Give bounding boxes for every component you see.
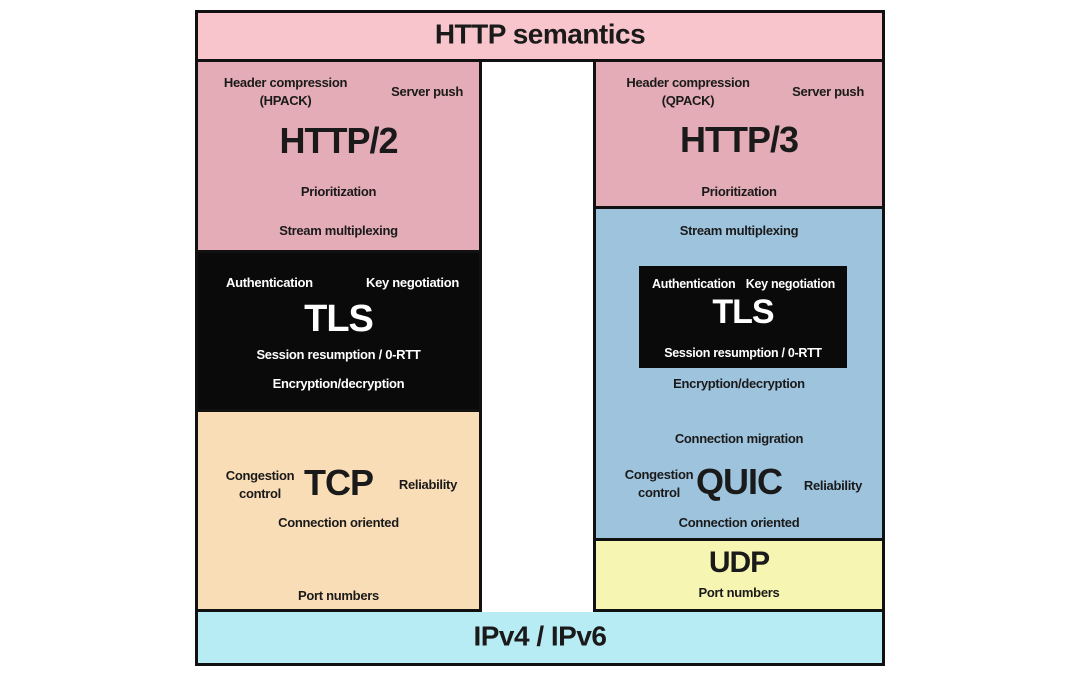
server-push-label: Server push: [391, 84, 463, 99]
tcp-title: TCP: [304, 462, 374, 503]
ipv4-ipv6-title: IPv4 / IPv6: [473, 620, 607, 652]
stream-multiplexing-label: Stream multiplexing: [679, 223, 799, 238]
congestion-label-line2: control: [638, 484, 680, 500]
http2-title: HTTP/2: [279, 120, 398, 161]
http-semantics-banner: HTTP semantics: [198, 13, 882, 59]
encryption-label: Encryption/decryption: [673, 376, 805, 391]
prioritization-label: Prioritization: [300, 184, 377, 199]
key-negotiation-label: Key negotiation: [365, 275, 459, 290]
tls-title: TLS: [304, 298, 374, 340]
stream-multiplexing-label: Stream multiplexing: [279, 223, 398, 238]
qpack-label: Header compression (QPACK): [608, 74, 768, 109]
connection-oriented-label: Connection oriented: [278, 515, 399, 530]
congestion-label-line2: control: [239, 485, 281, 501]
http3-block: Header compression (QPACK) Server push H…: [596, 62, 882, 206]
congestion-label-line1: Congestion: [225, 468, 295, 483]
quic-title: QUIC: [696, 461, 783, 502]
reliability-label: Reliability: [398, 477, 457, 492]
session-resumption-label: Session resumption / 0-RTT: [664, 346, 822, 360]
key-negotiation-label: Key negotiation: [745, 277, 836, 291]
congestion-label-line1: Congestion: [624, 467, 694, 482]
encryption-label: Encryption/decryption: [272, 376, 405, 391]
hpack-label-line1: Header compression: [223, 75, 348, 90]
authentication-label: Authentication: [226, 275, 313, 290]
port-numbers-label: Port numbers: [298, 588, 379, 603]
udp-title: UDP: [708, 546, 770, 579]
column-gap: [482, 62, 593, 612]
tls-block: Authentication Key negotiation TLS Sessi…: [198, 253, 479, 409]
tls-inner-box: Authentication Key negotiation TLS Sessi…: [639, 266, 847, 368]
connection-migration-label: Connection migration: [674, 431, 804, 446]
tcp-block: Congestion control TCP Reliability Conne…: [198, 412, 479, 609]
hpack-label: Header compression (HPACK): [208, 74, 363, 109]
protocol-stack-diagram: HTTP semantics Header compression (HPACK…: [195, 10, 885, 666]
congestion-control-label: Congestion control: [618, 466, 700, 501]
connection-oriented-label: Connection oriented: [678, 515, 800, 530]
tls-title: TLS: [712, 293, 774, 331]
ipv4-ipv6-banner: IPv4 / IPv6: [198, 612, 882, 663]
qpack-label-line2: (QPACK): [661, 92, 715, 108]
port-numbers-label: Port numbers: [698, 585, 780, 600]
http-semantics-title: HTTP semantics: [434, 18, 646, 50]
quic-block: Stream multiplexing Authentication Key n…: [596, 209, 882, 538]
udp-block: UDP Port numbers: [596, 541, 882, 609]
session-resumption-label: Session resumption / 0-RTT: [256, 347, 421, 362]
http3-title: HTTP/3: [679, 119, 799, 160]
authentication-label: Authentication: [652, 277, 736, 291]
qpack-label-line1: Header compression: [626, 75, 750, 90]
hpack-label-line2: (HPACK): [259, 92, 312, 108]
congestion-control-label: Congestion control: [220, 467, 300, 502]
reliability-label: Reliability: [803, 478, 862, 493]
http2-block: Header compression (HPACK) Server push H…: [198, 62, 479, 250]
prioritization-label: Prioritization: [701, 184, 777, 199]
server-push-label: Server push: [792, 84, 864, 99]
